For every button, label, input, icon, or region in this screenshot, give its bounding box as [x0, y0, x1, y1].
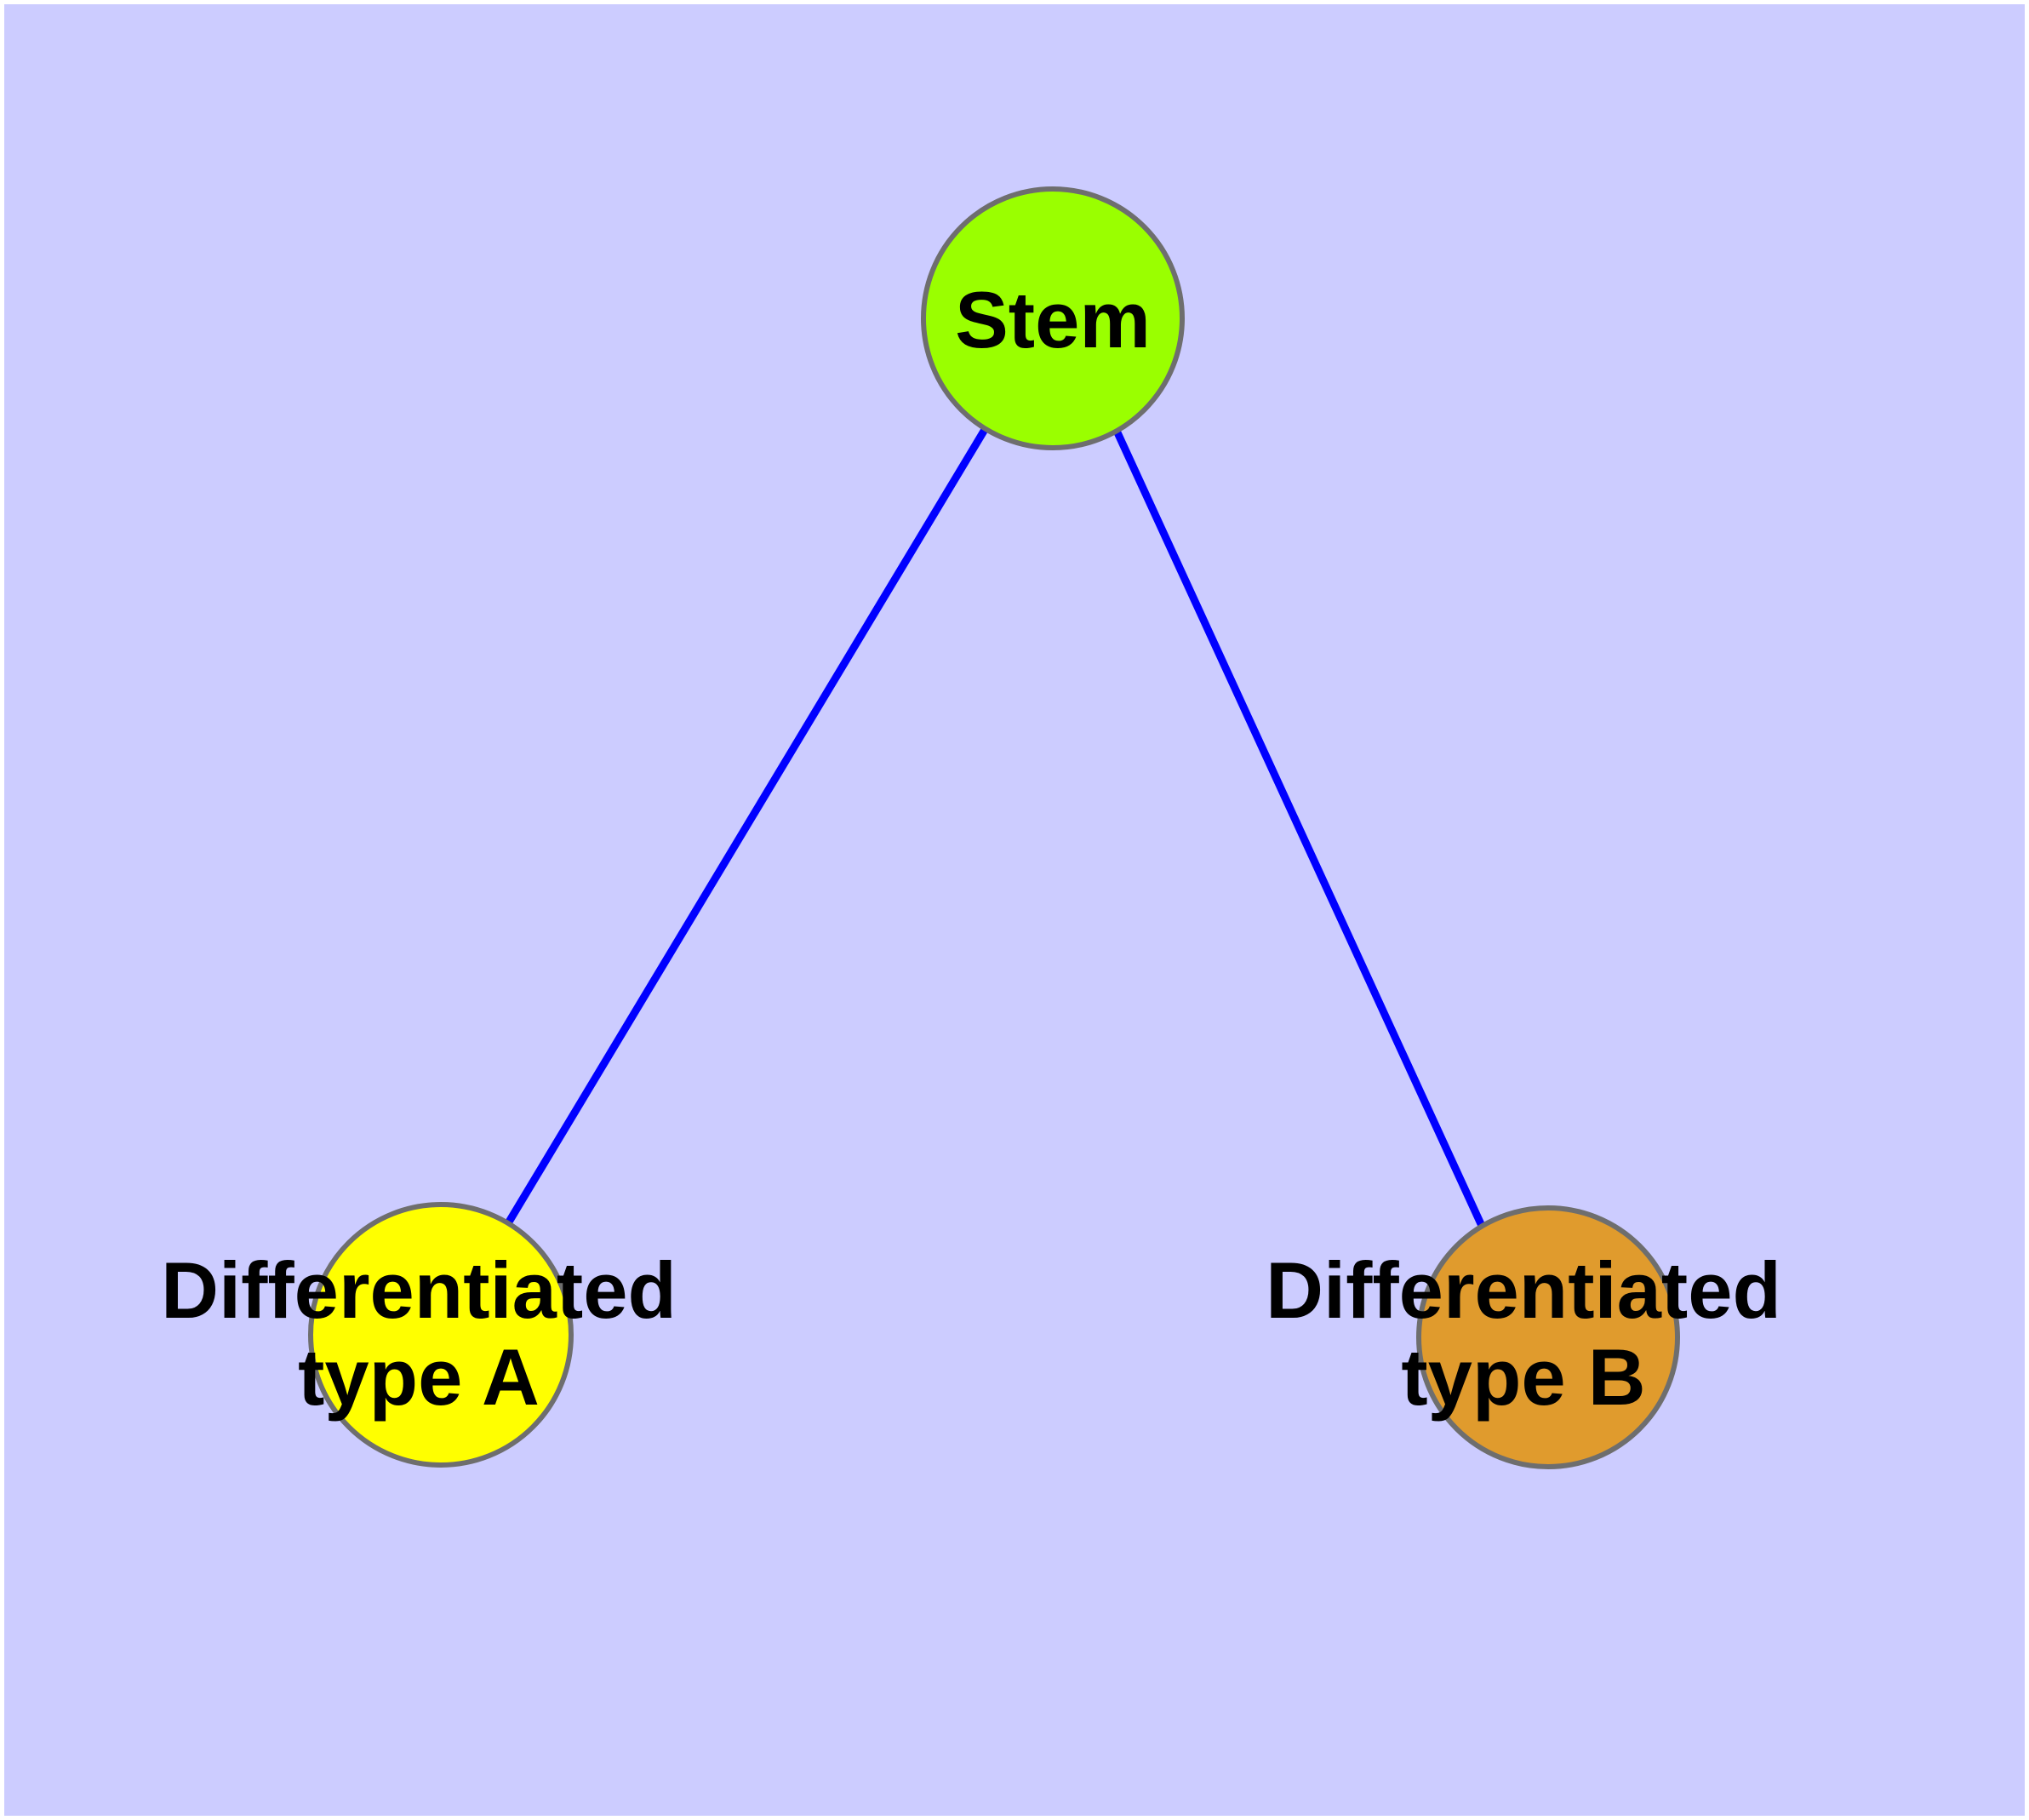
- nodes-group: [308, 186, 1680, 1469]
- node-stem-label: Stem: [955, 275, 1151, 364]
- node-differentiated-type-b-circle[interactable]: [1416, 1205, 1680, 1469]
- edge-stem-to-differentiated-type-a[interactable]: [505, 426, 989, 1226]
- node-stem-circle[interactable]: [921, 186, 1185, 450]
- node-label-line: type B: [1401, 1332, 1645, 1422]
- edges-group: [505, 426, 1486, 1228]
- node-label-line: type A: [298, 1332, 540, 1422]
- edge-stem-to-differentiated-type-b[interactable]: [1112, 429, 1486, 1228]
- node-label-line: Differentiated: [161, 1245, 677, 1335]
- node-label-line: Differentiated: [1266, 1245, 1781, 1335]
- node-differentiated-type-a-circle[interactable]: [308, 1202, 574, 1468]
- node-label-line: Stem: [955, 275, 1151, 364]
